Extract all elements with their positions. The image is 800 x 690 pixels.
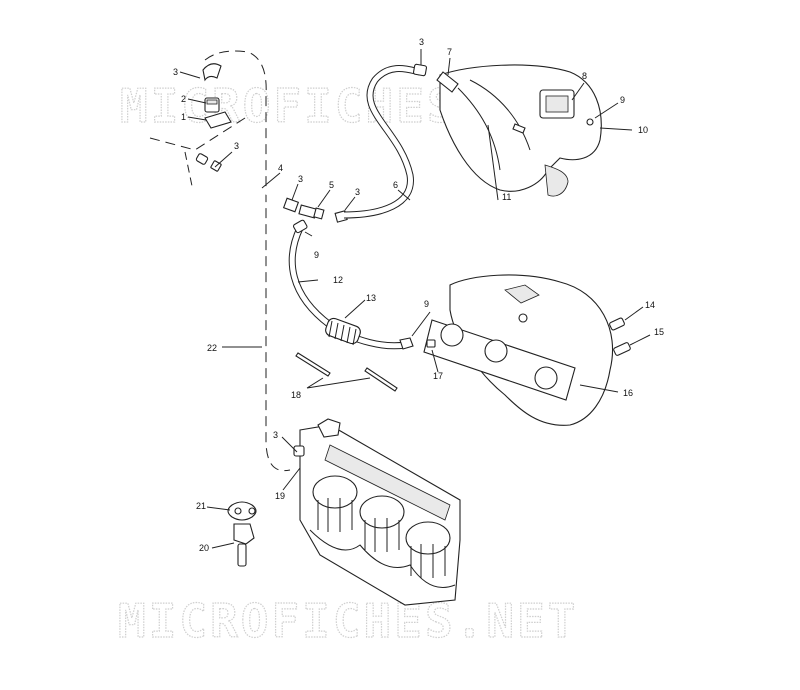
callout-21: 21: [196, 501, 206, 511]
callout-10: 10: [638, 125, 648, 135]
callout-3-upper-left: 3: [173, 67, 178, 77]
callout-3-right: 3: [355, 187, 360, 197]
callout-14: 14: [645, 300, 655, 310]
fitting-20: [233, 523, 255, 567]
callout-9-top: 9: [620, 95, 625, 105]
hose-6: [343, 63, 428, 219]
studs-18: [295, 352, 398, 392]
coil-13: [325, 317, 361, 346]
manifold-gasket: [423, 319, 576, 401]
callout-20: 20: [199, 543, 209, 553]
callout-9-lower: 9: [424, 299, 429, 309]
callout-6: 6: [393, 180, 398, 190]
bolt-17: [426, 339, 436, 348]
routing-line-22: [204, 50, 291, 472]
callout-13: 13: [366, 293, 376, 303]
leader-lines: [179, 49, 651, 549]
gasket-21: [227, 501, 257, 521]
callout-3-middle: 3: [298, 174, 303, 184]
fitting-assembly-1-3: [202, 63, 232, 129]
callout-19: 19: [275, 491, 285, 501]
callout-22: 22: [207, 343, 217, 353]
dash-ref-line: [149, 117, 246, 151]
exhaust-manifold-16: [449, 274, 614, 426]
callout-17: 17: [433, 371, 443, 381]
callout-7: 7: [447, 47, 452, 57]
bolt-15: [613, 342, 631, 356]
callout-1: 1: [181, 112, 186, 122]
callout-3-hose-end: 3: [234, 141, 239, 151]
hose-4: [195, 153, 291, 207]
dash-ref-line-2: [184, 151, 193, 187]
callout-11: 11: [502, 192, 511, 202]
callout-16: 16: [623, 388, 633, 398]
exhaust-pipe-assembly: [436, 64, 602, 201]
callout-12: 12: [333, 275, 343, 285]
engine-cylinder-block: [293, 418, 461, 606]
watermark-bottom: MICROFICHES.NET: [118, 594, 578, 648]
callout-4: 4: [278, 163, 283, 173]
callout-18: 18: [291, 390, 301, 400]
callout-9-middle: 9: [314, 250, 319, 260]
callout-2: 2: [181, 94, 186, 104]
callout-15: 15: [654, 327, 664, 337]
callout-3-lower: 3: [273, 430, 278, 440]
callout-3-top: 3: [419, 37, 424, 47]
callout-5: 5: [329, 180, 334, 190]
t-fitting-5: [282, 197, 348, 223]
bolt-14: [609, 317, 625, 331]
callout-8: 8: [582, 71, 587, 81]
